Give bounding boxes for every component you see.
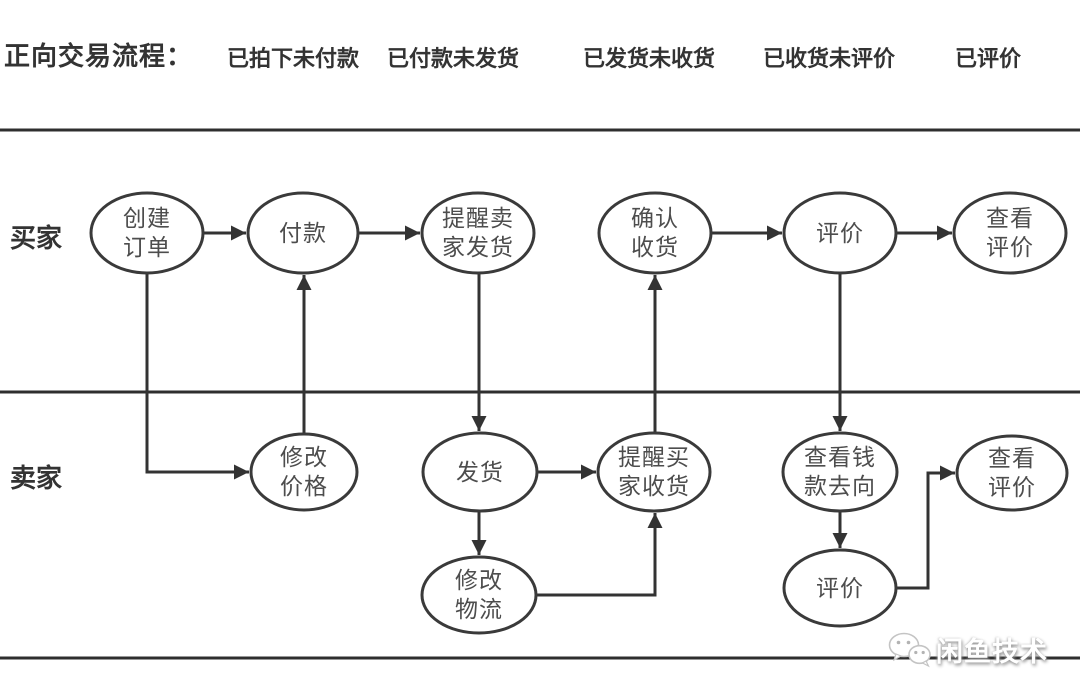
node-shape-seller-view-rating (955, 434, 1069, 512)
arrow-create-order-to-modify-price (145, 273, 249, 480)
watermark: 闲鱼技术 (888, 630, 1048, 669)
stage-label-unpaid: 已拍下未付款 (227, 46, 360, 71)
node-label-line: 创建 (123, 205, 171, 231)
node-label-line: 物流 (455, 596, 503, 622)
node-remind-seller-ship: 提醒卖 家发货 (422, 193, 534, 273)
node-view-rating: 查看 评价 (954, 193, 1066, 273)
node-label-line: 确认 (631, 205, 679, 231)
node-label-line: 评价 (986, 234, 1034, 260)
node-label-line: 修改 (280, 444, 328, 470)
node-pay: 付款 (248, 193, 358, 273)
arrow-modify-logistics-to-remind-buyer-receive (536, 513, 663, 597)
node-label-line: 查看 (986, 205, 1034, 231)
node-shape-ship (421, 431, 539, 513)
node-shape-modify-logistics (420, 555, 538, 635)
node-label-line: 发货 (456, 458, 504, 485)
stage-label-unreceived: 已发货未收货 (583, 46, 716, 71)
node-label-line: 付款 (279, 219, 327, 246)
stage-label-rated: 已评价 (955, 46, 1022, 71)
node-shape-remind-seller-ship (420, 191, 536, 275)
node-shape-confirm-receipt (597, 191, 713, 275)
node-ship: 发货 (423, 433, 537, 511)
page-title: 正向交易流程： (4, 41, 194, 71)
node-label-line: 查看钱 (804, 444, 876, 470)
node-label-line: 收货 (631, 234, 679, 260)
node-shape-view-money-flow (781, 431, 899, 513)
lane-divider-lines (0, 128, 1080, 660)
node-seller-rate: 评价 (784, 550, 896, 626)
node-label-line: 评价 (816, 219, 864, 246)
node-shape-create-order (89, 191, 205, 275)
node-rate: 评价 (784, 193, 896, 273)
lane-label-seller: 卖家 (10, 463, 63, 493)
node-shape-rate (782, 191, 898, 275)
node-modify-logistics: 修改 物流 (422, 557, 536, 633)
node-label-line: 价格 (280, 473, 328, 499)
node-shape-view-rating (952, 191, 1068, 275)
node-shape-modify-price (249, 432, 359, 512)
node-modify-price: 修改 价格 (251, 434, 357, 510)
node-view-money-flow: 查看钱 款去向 (783, 433, 897, 511)
node-label-line: 评价 (816, 574, 864, 601)
node-label-line: 家收货 (618, 473, 690, 499)
node-label-line: 提醒买 (618, 444, 690, 470)
node-confirm-receipt: 确认 收货 (599, 193, 711, 273)
node-seller-view-rating: 查看 评价 (957, 436, 1067, 510)
flow-arrows (145, 225, 955, 597)
node-label-line: 修改 (455, 567, 503, 593)
node-shape-pay (246, 191, 360, 275)
node-label-line: 提醒卖 (442, 205, 514, 231)
node-shape-seller-rate (782, 548, 898, 628)
node-remind-buyer-receive: 提醒买 家收货 (598, 433, 710, 511)
watermark-text: 闲鱼技术 (936, 637, 1048, 667)
node-label-line: 评价 (988, 474, 1036, 500)
node-label-line: 查看 (988, 445, 1036, 471)
wechat-icon (888, 632, 931, 667)
lane-label-buyer: 买家 (10, 223, 63, 253)
node-create-order: 创建 订单 (91, 193, 203, 273)
flow-node-shapes (89, 191, 1069, 635)
node-label-line: 家发货 (442, 234, 514, 260)
stage-label-unshipped: 已付款未发货 (387, 46, 520, 71)
arrow-seller-rate-to-seller-view-rating (896, 465, 955, 590)
node-label-line: 订单 (123, 234, 171, 260)
stage-label-unrated: 已收货未评价 (763, 46, 896, 71)
node-label-line: 款去向 (804, 473, 876, 499)
node-shape-remind-buyer-receive (596, 431, 712, 513)
